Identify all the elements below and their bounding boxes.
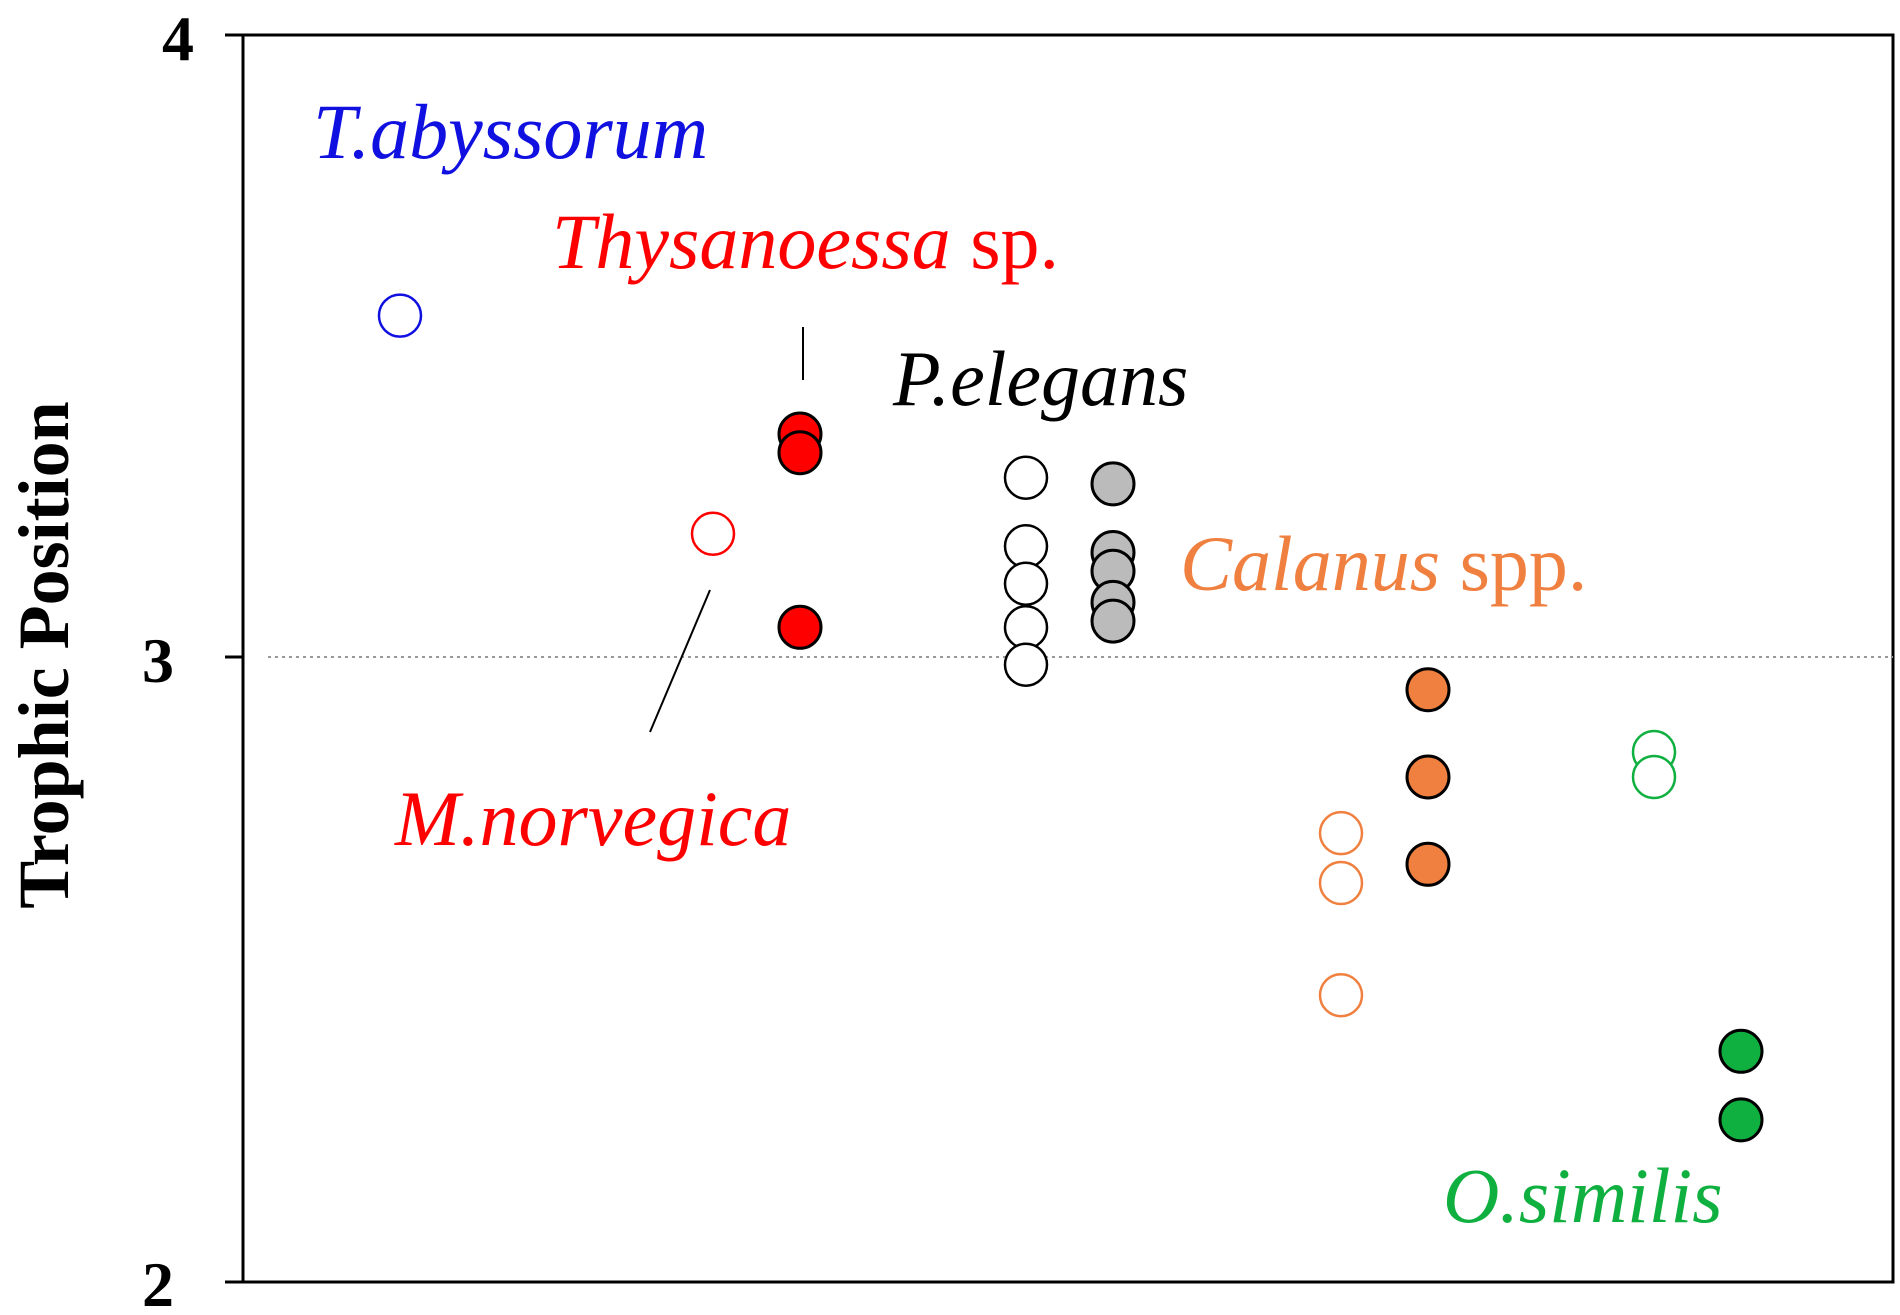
point-o-similis-open-2 (1631, 754, 1677, 800)
point-calanus-open-2 (1318, 860, 1364, 906)
point-p-elegans-filled-5 (1090, 598, 1136, 644)
point-o-similis-filled-1 (1718, 1028, 1764, 1074)
y-tick-label-4: 4 (162, 3, 194, 74)
point-calanus-filled-3 (1405, 841, 1451, 887)
label-o-similis: O.similis (1443, 1152, 1723, 1239)
point-p-elegans-open-5 (1003, 642, 1049, 687)
y-axis-label: Trophic Position (4, 401, 84, 908)
point-calanus-filled-1 (1405, 667, 1451, 713)
point-p-elegans-open-1 (1003, 455, 1049, 500)
label-m-norvegica: M.norvegica (394, 775, 791, 862)
plot-frame (241, 33, 1895, 1284)
data-points (377, 293, 1764, 1143)
point-p-elegans-open-3 (1003, 561, 1049, 606)
point-o-similis-filled-2 (1718, 1097, 1764, 1143)
point-p-elegans-filled-1 (1090, 461, 1136, 507)
label-p-elegans: P.elegans (892, 335, 1188, 422)
point-calanus-open-1 (1318, 810, 1364, 856)
label-thysanoessa: Thysanoessa sp. (552, 198, 1059, 285)
point-thysanoessa-filled-2 (777, 430, 823, 476)
point-p-elegans-open-4 (1003, 605, 1049, 650)
point-p-elegans-open-2 (1003, 524, 1049, 569)
point-t-abyssorum-open-1 (377, 293, 423, 338)
point-calanus-open-3 (1318, 972, 1364, 1018)
y-tick-label-2: 2 (142, 1249, 174, 1315)
point-calanus-filled-2 (1405, 754, 1451, 800)
m-norvegica-connector (649, 589, 711, 733)
point-thysanoessa-filled-3 (777, 604, 823, 650)
label-t-abyssorum: T.abyssorum (313, 88, 708, 175)
point-m-norvegica-open-1 (690, 511, 736, 557)
label-calanus: Calanus spp. (1180, 520, 1587, 607)
y-tick-label-3: 3 (142, 625, 174, 696)
